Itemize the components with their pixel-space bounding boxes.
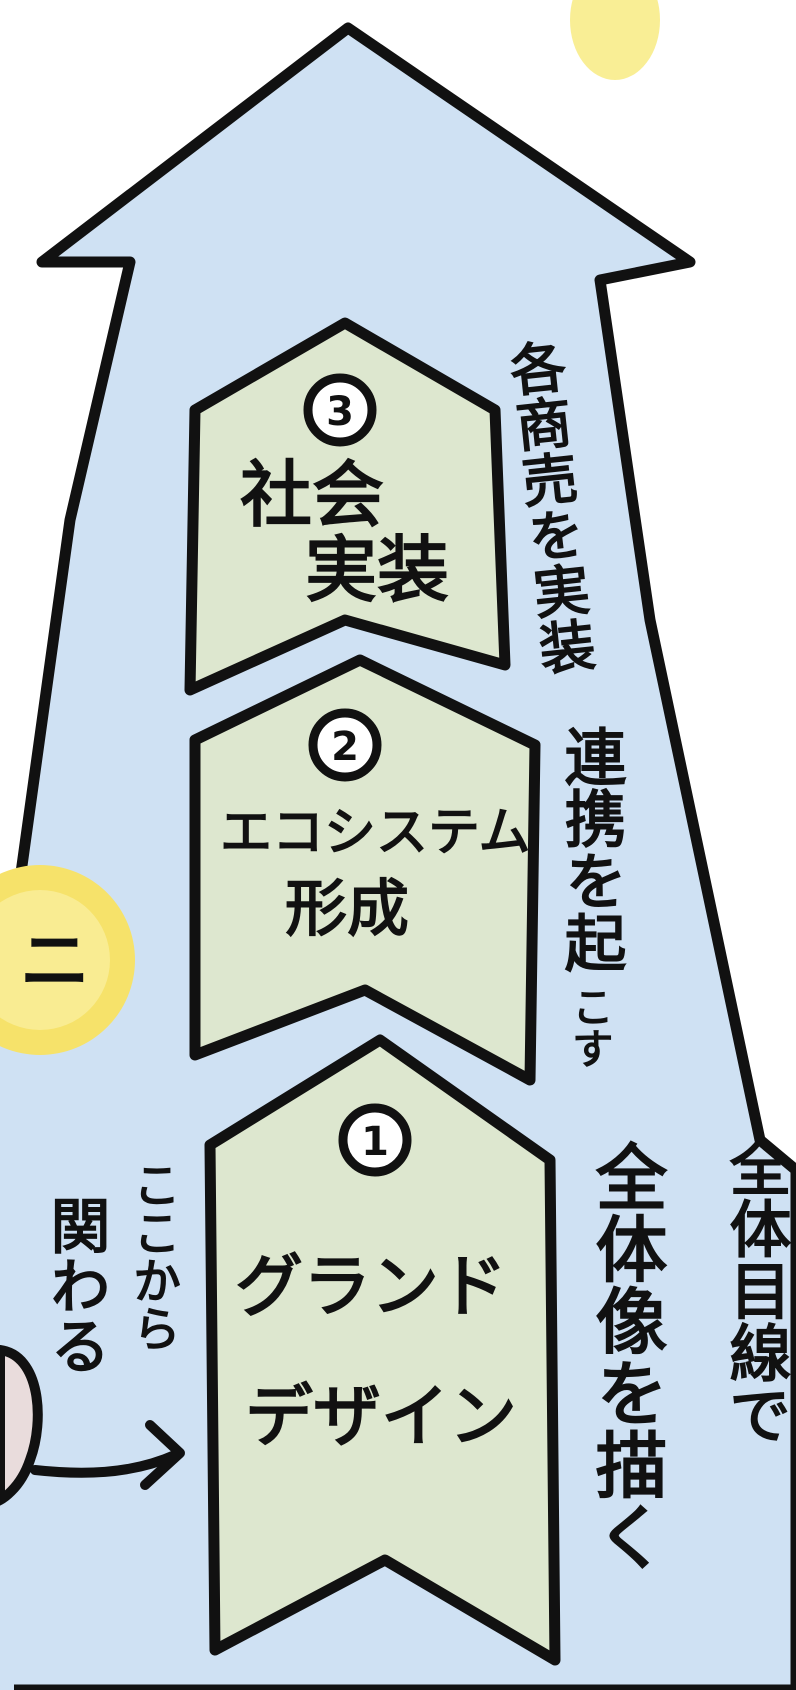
step-3-line1: 社会 [240,453,384,537]
step-3-number-circle [303,373,377,447]
step-1-line1: グランド [235,1248,507,1327]
step-3-line2: 実装 [305,528,449,612]
step-2-chevron [189,654,541,1086]
entry-arrow-head [140,1420,185,1490]
note-2-line1: 連携を起 [554,725,627,973]
step-3-chevron [184,317,511,696]
left-glow-text: ニ [20,920,90,1002]
step-1-number: 1 [361,1119,389,1165]
step-1-line2: デザイン [245,1378,517,1457]
entry-line2: 関わる [40,1195,110,1375]
person-head [0,1344,43,1506]
step-2-line2: 形成 [285,872,409,945]
note-1-main: 全体像を描く [583,1140,668,1572]
step-1-chevron [204,1034,561,1666]
note-2-line2: こす [566,985,615,1069]
entry-line1: ここから [124,1160,180,1352]
step-2-number: 2 [331,724,359,770]
step-1-number-circle [338,1103,412,1177]
step-2-number-circle [308,708,382,782]
note-1-sub: 全体目線で [719,1135,793,1445]
step-3-number: 3 [326,389,354,435]
top-glow [570,0,660,80]
step-2-line1: エコシステム [220,803,530,863]
entry-arrow-line [30,1450,180,1478]
